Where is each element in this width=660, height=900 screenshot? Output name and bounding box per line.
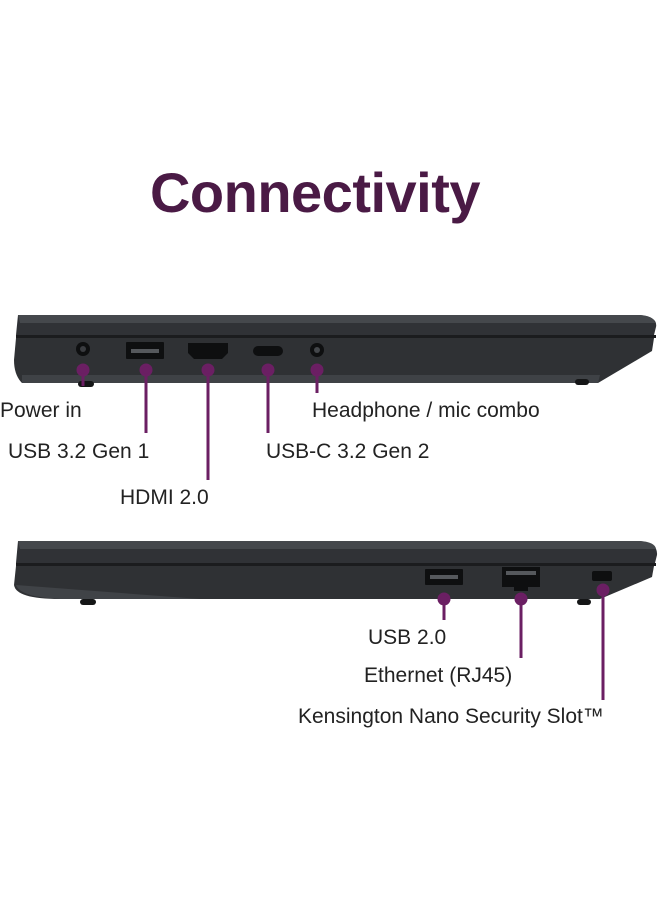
label-ethernet: Ethernet (RJ45): [364, 664, 513, 687]
label-usb-2-0: USB 2.0: [368, 626, 447, 649]
usb-c-port: [253, 346, 283, 356]
laptop-right-side: [14, 541, 658, 605]
label-kensington: Kensington Nano Security Slot™: [298, 705, 604, 728]
laptop-left-side: [14, 315, 657, 387]
hdmi-port: [188, 343, 228, 359]
label-headphone-mic: Headphone / mic combo: [312, 399, 540, 422]
usb-2-0-port: [425, 569, 463, 585]
label-power-in: Power in: [0, 399, 82, 422]
label-usb-3-2: USB 3.2 Gen 1: [8, 440, 150, 463]
label-hdmi: HDMI 2.0: [120, 486, 209, 509]
kensington-slot: [592, 571, 612, 581]
label-usb-c: USB-C 3.2 Gen 2: [266, 440, 430, 463]
audio-jack: [310, 343, 324, 357]
power-port: [76, 342, 90, 356]
usb-3-2-port: [126, 342, 164, 359]
page-title: Connectivity: [149, 161, 481, 224]
ethernet-port: [502, 567, 540, 591]
